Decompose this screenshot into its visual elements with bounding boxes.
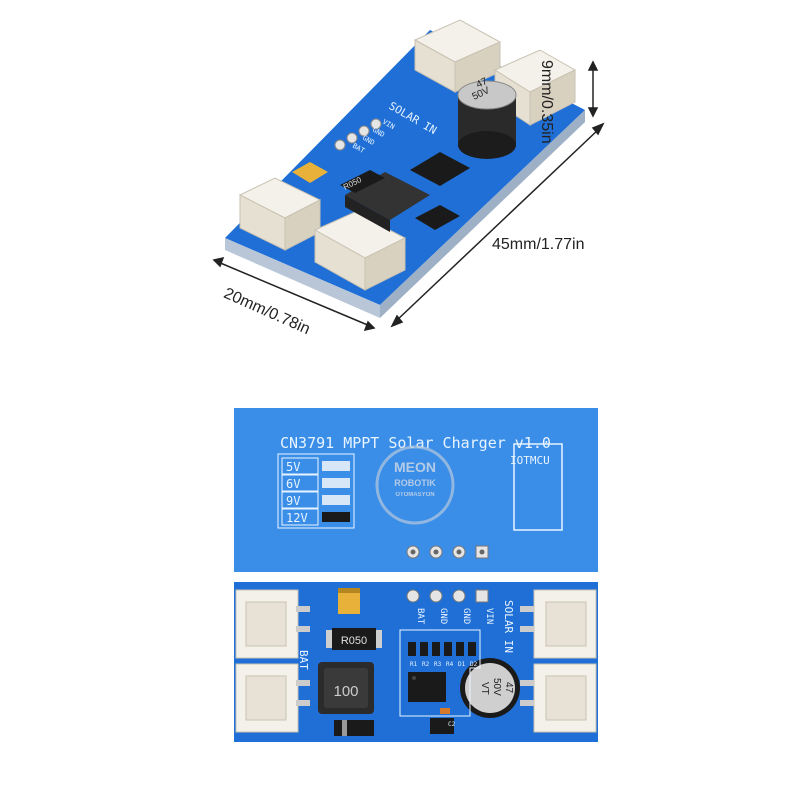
voltage-option-cell [281,508,319,526]
sense-resistor [332,628,376,650]
ic-3d [410,152,470,186]
bat-connector-1 [238,177,322,251]
solder-jumper-open [322,495,350,505]
mosfet [430,718,454,734]
bat-label: BAT [297,650,310,670]
height-dimension-arrow [587,60,599,118]
tantalum-capacitor [338,588,360,614]
height-dimension-label: 9mm/0.35in [538,60,555,144]
back-header-pads [406,545,489,559]
voltage-table-frame [277,453,355,529]
capacitor-value-label: 47 [503,682,514,694]
voltage-option-label: 9V [286,494,300,508]
solar-in-label: SOLAR IN [502,600,515,653]
component-label: R4 [446,661,454,668]
capacitor-voltage-label: 50V [491,678,502,696]
board-back-view: CN3791 MPPT Solar Charger v1.0 IOTMCU 5V… [234,408,598,572]
watermark-text-0: MEON [394,459,436,475]
bat-connector-bottom [235,663,310,733]
capacitor-3d: 47 50V [457,76,517,159]
header-pads-3d [334,118,382,151]
brand-outline [513,443,563,531]
bat-connector-2 [313,211,407,291]
board-perspective-view: 47 50V R050 SOLAR IN VIN GND GND BAT [212,19,605,332]
bat-connector-top [235,589,310,659]
component-label: D2 [470,661,478,668]
voltage-option-cell [281,474,319,492]
tantalum-cap-3d [292,162,328,183]
voltage-option-cell [281,491,319,509]
voltage-option-cell [281,457,319,475]
capacitor-value-label: 47 [475,76,490,91]
length-dimension-arrow [390,122,605,328]
pin-label: GND [438,608,448,624]
schottky-diode [334,720,374,736]
smd-components [408,642,476,714]
length-dimension-label: 45mm/1.77in [492,236,585,253]
voltage-option-label: 6V [286,477,300,491]
component-label: R3 [434,661,442,668]
solar-connector-top [520,589,597,659]
solder-jumper-open [322,478,350,488]
resistor-3d [340,170,385,193]
pcb-edge-side [380,110,585,318]
voltage-option-label: 5V [286,460,300,474]
solder-jumper-closed [322,512,350,522]
component-label: D1 [458,661,466,668]
brand-label: IOTMCU [510,454,550,467]
watermark-logo: MEON ROBOTIK OTOMASYON [375,445,455,525]
voltage-select-table: 5V 6V 9V 12V [277,453,355,529]
component-label: R2 [422,661,430,668]
solar-connector-1 [413,19,502,93]
watermark-text-1: ROBOTIK [394,478,436,488]
pin-label: VIN [484,608,494,624]
sense-resistor-label: R050 [341,635,367,647]
pcb-back [234,408,598,572]
pcb-edge [225,238,380,318]
mosfet-3d [415,205,460,230]
solar-connector-bottom [520,663,597,733]
watermark-text-2: OTOMASYON [395,492,434,498]
board-title: CN3791 MPPT Solar Charger v1.0 [280,434,551,452]
electrolytic-capacitor: 47 50V VT [460,658,520,718]
component-label: C2 [448,721,456,728]
solder-jumper-open [322,461,350,471]
width-dimension-arrow [212,256,376,332]
pin-labels: BAT GND GND VIN [415,608,494,625]
capacitor-type-label: VT [479,682,490,695]
inductor-label: 100 [333,683,358,700]
front-header-pads [406,589,489,603]
voltage-option-label: 12V [286,511,308,525]
component-label: R1 [410,661,418,668]
pin-label: GND [461,608,471,624]
pin-label: BAT [415,608,425,625]
